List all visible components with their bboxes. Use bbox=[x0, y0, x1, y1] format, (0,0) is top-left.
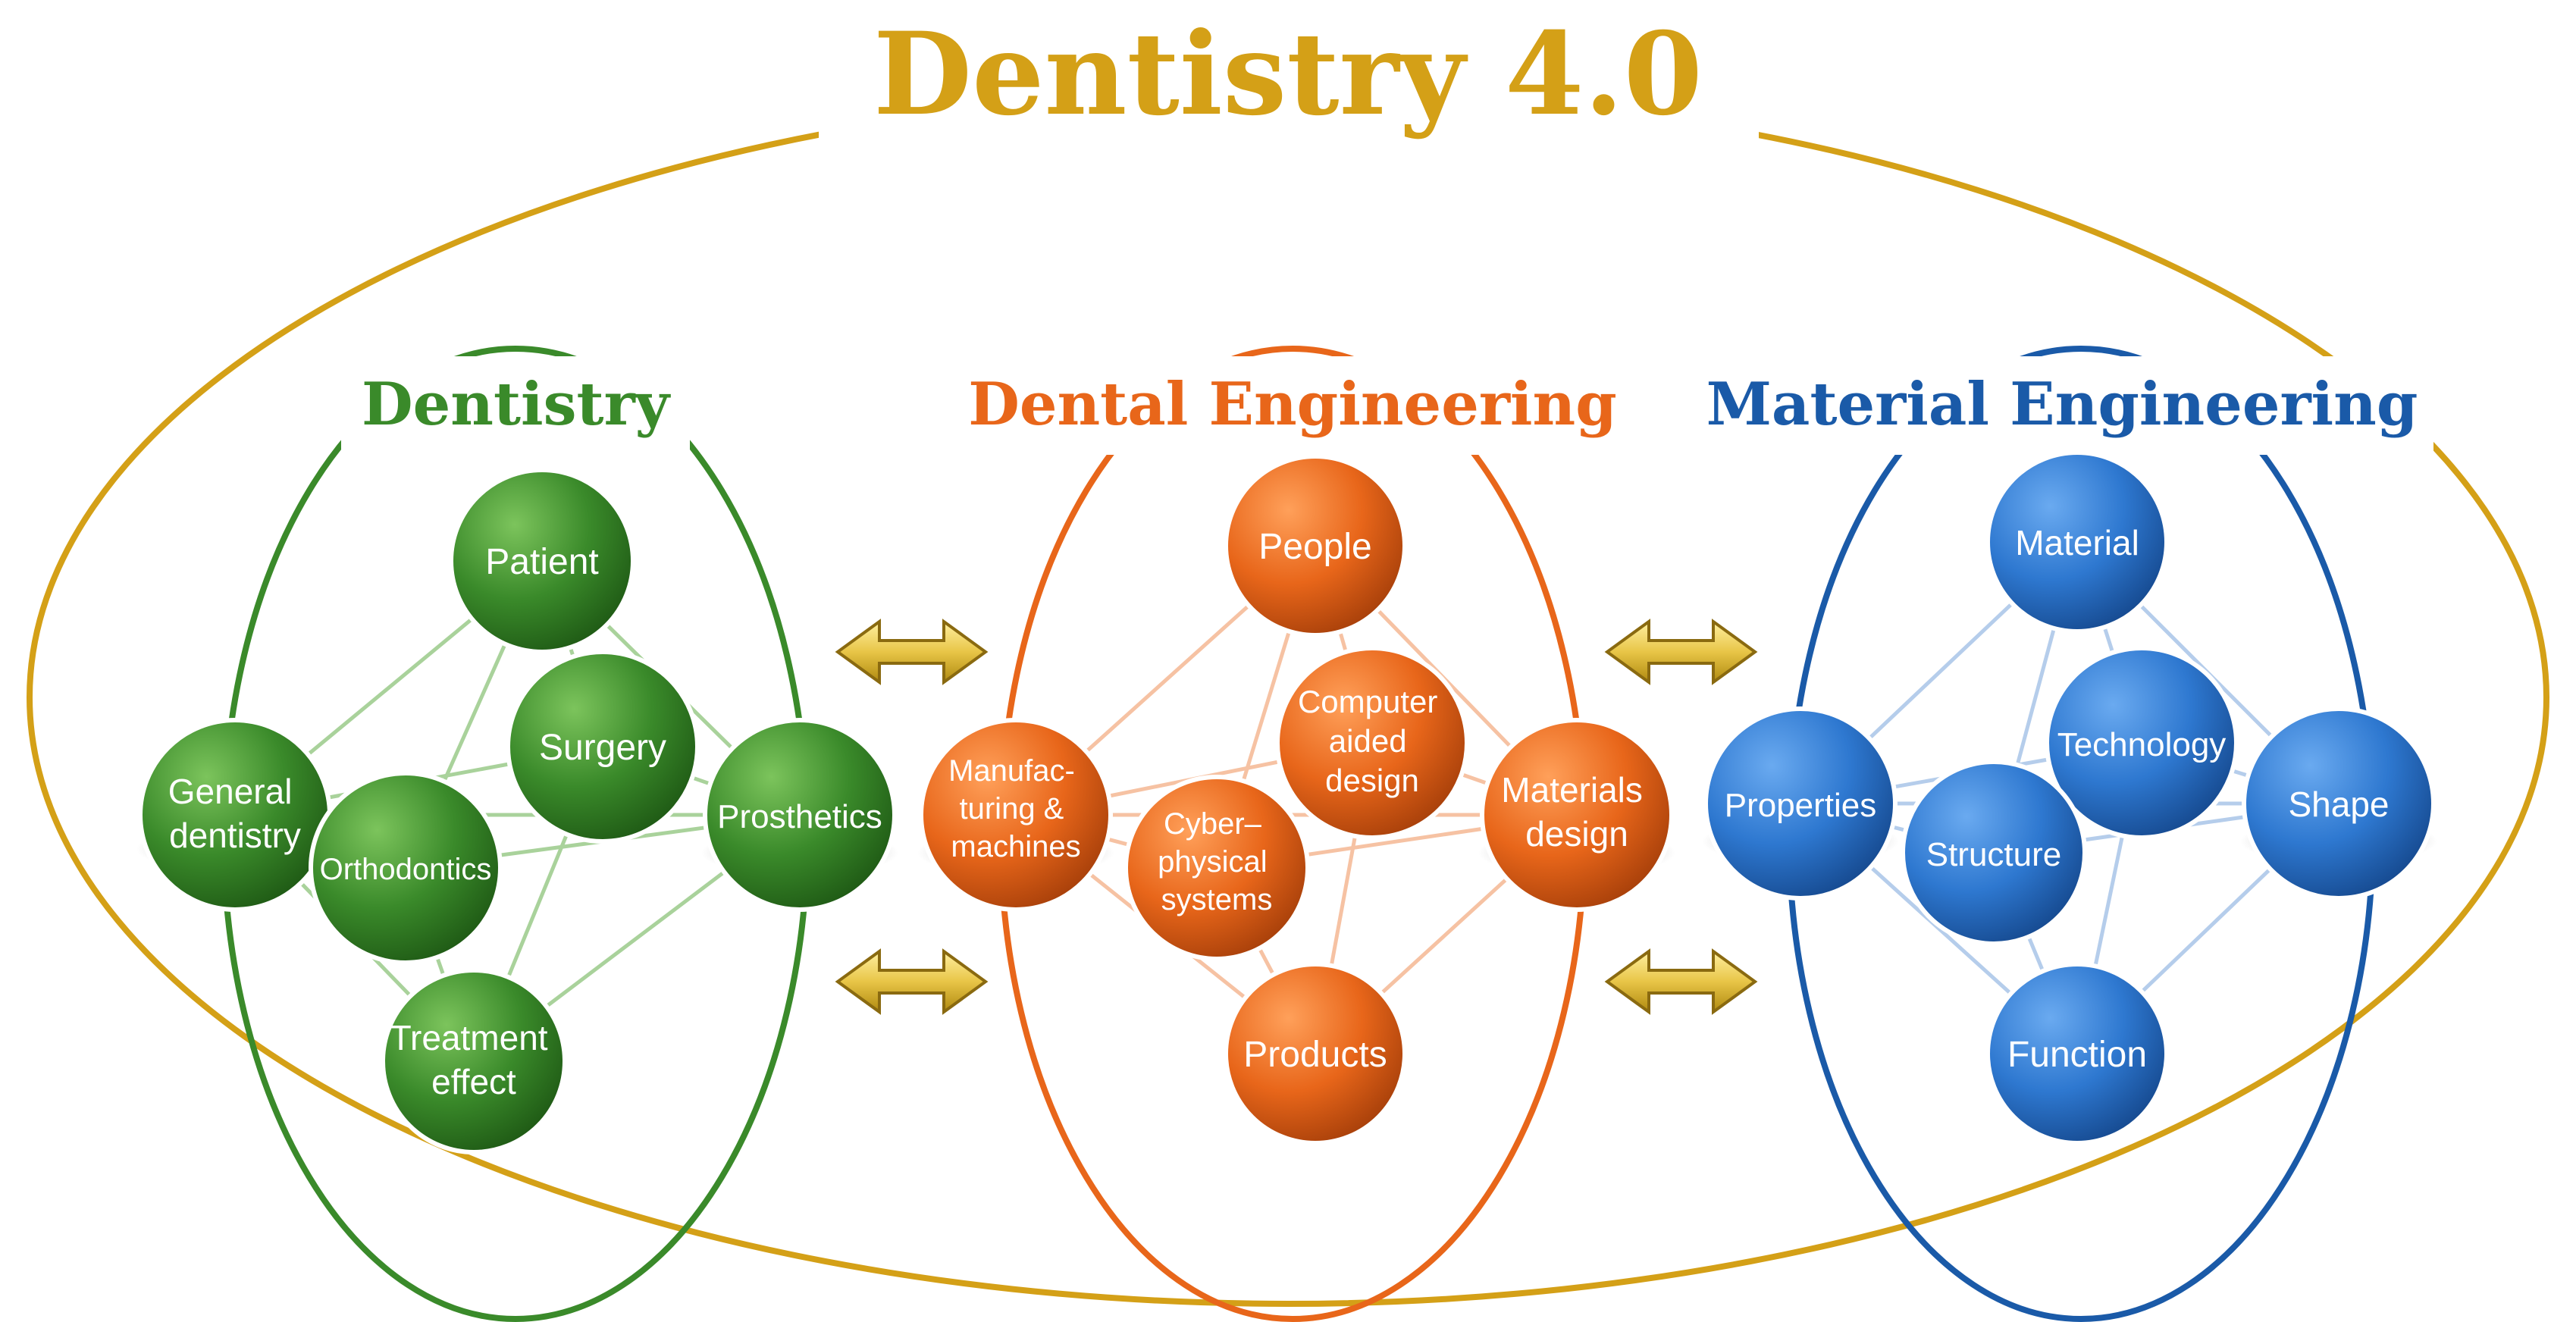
svg-text:Function: Function bbox=[2007, 1035, 2147, 1075]
main-title: Dentistry 4.0 bbox=[873, 8, 1703, 141]
node-material-line-1: Material bbox=[2015, 523, 2139, 562]
node-surgery: Surgery bbox=[506, 650, 700, 844]
node-shape-line-1: Shape bbox=[2288, 785, 2389, 824]
node-cyber-physical-systems-line-1: Cyber– bbox=[1164, 807, 1262, 841]
svg-text:Shape: Shape bbox=[2288, 785, 2389, 824]
connectors bbox=[835, 619, 1758, 1015]
node-prosthetics: Prosthetics bbox=[701, 718, 898, 912]
double-arrow-icon bbox=[835, 948, 989, 1015]
node-cyber-physical-systems-line-2: physical bbox=[1158, 845, 1268, 879]
node-surgery-line-1: Surgery bbox=[539, 728, 666, 768]
group-dentistry: Dentistry Patient bbox=[136, 346, 898, 1322]
node-treatment-effect-line-2: effect bbox=[431, 1062, 516, 1101]
node-structure-line-1: Structure bbox=[1926, 836, 2062, 873]
node-computer-aided-design-line-2: aided bbox=[1329, 723, 1407, 759]
node-general-dentistry-line-1: General bbox=[168, 772, 293, 811]
node-computer-aided-design-line-3: design bbox=[1325, 763, 1419, 798]
node-manufacturing-machines-line-2: turing & bbox=[960, 792, 1064, 825]
dentistry-title-backdrop bbox=[341, 356, 690, 455]
svg-text:Patient: Patient bbox=[485, 542, 598, 582]
node-general-dentistry: General dentistry bbox=[136, 718, 334, 912]
svg-text:Orthodontics: Orthodontics bbox=[320, 853, 492, 886]
node-manufacturing-machines: Manufac- turing & machines bbox=[917, 718, 1114, 912]
material-engineering-title: Material Engineering bbox=[1706, 370, 2418, 439]
node-properties-line-1: Properties bbox=[1725, 787, 1877, 824]
svg-text:General dentistry: General dentistry bbox=[168, 772, 302, 855]
dentistry-title: Dentistry bbox=[362, 370, 672, 439]
dental-engineering-nodes: People Computer aided design Manufac- tu… bbox=[917, 454, 1675, 1145]
double-arrow-icon bbox=[835, 619, 989, 685]
node-manufacturing-machines-line-3: machines bbox=[951, 830, 1080, 863]
node-treatment-effect-line-1: Treatment bbox=[390, 1018, 548, 1057]
node-general-dentistry-line-2: dentistry bbox=[169, 816, 301, 855]
node-prosthetics-line-1: Prosthetics bbox=[717, 798, 882, 835]
double-arrow-icon bbox=[1604, 948, 1758, 1015]
node-treatment-effect: Treatment effect bbox=[381, 968, 567, 1154]
node-orthodontics: Orthodontics bbox=[309, 771, 503, 965]
node-cyber-physical-systems-line-3: systems bbox=[1161, 883, 1273, 916]
material-engineering-title-backdrop bbox=[1691, 356, 2433, 455]
svg-text:Computer aided: Computer aided design bbox=[1298, 684, 1446, 798]
svg-text:Manufac- turing &: Manufac- turing & machines bbox=[948, 754, 1083, 863]
double-arrow-icon bbox=[1604, 619, 1758, 685]
node-computer-aided-design-line-1: Computer bbox=[1298, 684, 1437, 719]
node-computer-aided-design: Computer aided design bbox=[1275, 646, 1469, 840]
svg-text:Surgery: Surgery bbox=[539, 728, 666, 768]
node-patient: Patient bbox=[449, 468, 635, 654]
node-orthodontics-line-1: Orthodontics bbox=[320, 853, 492, 886]
node-people: People bbox=[1224, 454, 1407, 638]
svg-text:Material: Material bbox=[2015, 523, 2139, 562]
node-products-line-1: Products bbox=[1243, 1035, 1387, 1075]
material-engineering-nodes: Material Technology Properties Structu bbox=[1702, 450, 2437, 1145]
node-cyber-physical-systems: Cyber– physical systems bbox=[1123, 775, 1310, 961]
dental-engineering-title-backdrop bbox=[940, 356, 1645, 455]
node-patient-line-1: Patient bbox=[485, 542, 598, 582]
svg-text:Properties: Properties bbox=[1725, 787, 1877, 824]
node-properties: Properties bbox=[1702, 706, 1899, 901]
node-material: Material bbox=[1985, 450, 2169, 634]
group-dental-engineering: Dental Engineering People bbox=[917, 346, 1675, 1322]
node-people-line-1: People bbox=[1258, 527, 1371, 567]
dentistry-nodes: Patient Surgery General dentistry bbox=[136, 468, 898, 1154]
node-structure: Structure bbox=[1901, 760, 2087, 946]
node-function-line-1: Function bbox=[2007, 1035, 2147, 1075]
svg-text:Technology: Technology bbox=[2057, 726, 2227, 763]
node-shape: Shape bbox=[2240, 706, 2437, 901]
svg-text:Structure: Structure bbox=[1926, 836, 2062, 873]
node-manufacturing-machines-line-1: Manufac- bbox=[948, 754, 1075, 788]
node-technology: Technology bbox=[2045, 646, 2239, 840]
svg-text:People: People bbox=[1258, 527, 1371, 567]
svg-text:Prosthetics: Prosthetics bbox=[717, 798, 882, 835]
node-function: Function bbox=[1985, 962, 2169, 1145]
svg-text:Treatment effect: Treatment effect bbox=[390, 1018, 558, 1101]
svg-text:Cyber– physical: Cyber– physical systems bbox=[1158, 807, 1276, 916]
svg-text:Materials design: Materials design bbox=[1501, 770, 1652, 854]
node-materials-design-line-2: design bbox=[1525, 814, 1628, 854]
title-backdrop bbox=[819, 0, 1759, 152]
node-materials-design-line-1: Materials bbox=[1501, 770, 1643, 810]
svg-text:Products: Products bbox=[1243, 1035, 1387, 1075]
node-materials-design: Materials design bbox=[1478, 718, 1675, 912]
node-products: Products bbox=[1224, 962, 1407, 1145]
node-technology-line-1: Technology bbox=[2057, 726, 2227, 763]
dental-engineering-title: Dental Engineering bbox=[968, 370, 1617, 439]
group-material-engineering: Material Engineering Material bbox=[1691, 346, 2437, 1322]
